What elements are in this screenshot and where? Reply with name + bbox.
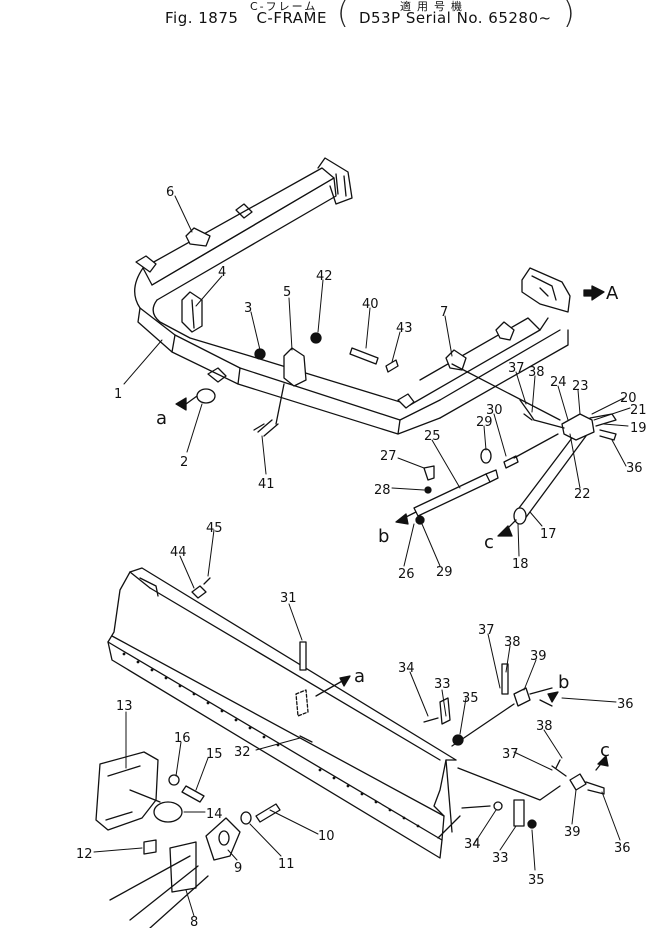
- view-a-label: A: [606, 283, 619, 304]
- callout-42: 42: [316, 269, 333, 284]
- jp-title: C-フレーム: [250, 0, 318, 13]
- serial-range: D53P Serial No. 65280~: [358, 9, 552, 27]
- callout-36-bottom: 36: [614, 841, 631, 856]
- view-a-arrow: A: [583, 283, 619, 304]
- close-paren: ): [563, 0, 575, 31]
- c-frame-body: [134, 157, 571, 435]
- callout-39-mid: 39: [530, 649, 547, 664]
- callout-37-mid: 37: [478, 623, 495, 638]
- ref-c-upper: c: [484, 532, 494, 553]
- callout-10: 10: [318, 829, 335, 844]
- callout-45: 45: [206, 521, 223, 536]
- callout-8: 8: [190, 915, 198, 928]
- callout-20: 20: [620, 391, 637, 406]
- callout-38-top: 38: [528, 365, 545, 380]
- callout-38-bottom: 38: [536, 719, 553, 734]
- callout-43: 43: [396, 321, 413, 336]
- callout-21: 21: [630, 403, 647, 418]
- callout-2: 2: [180, 455, 188, 470]
- callout-7: 7: [440, 305, 448, 320]
- callout-32: 32: [234, 745, 251, 760]
- callout-38-mid: 38: [504, 635, 521, 650]
- jp-serial-label: 適用号機: [400, 0, 468, 13]
- callout-11: 11: [278, 857, 295, 872]
- callout-25: 25: [424, 429, 441, 444]
- callout-44: 44: [170, 545, 187, 560]
- callout-41: 41: [258, 477, 275, 492]
- callout-14: 14: [206, 807, 223, 822]
- callout-4: 4: [218, 265, 226, 280]
- callout-19: 19: [630, 421, 647, 436]
- callout-1: 1: [114, 387, 122, 402]
- callout-18: 18: [512, 557, 529, 572]
- figure-name: C-FRAME: [256, 9, 327, 27]
- cutting-edge-holes: [122, 652, 420, 828]
- leader-lines: [93, 195, 631, 917]
- reference-letters: a a b b c c: [156, 408, 610, 761]
- callout-35-top: 35: [462, 691, 479, 706]
- ref-a-upper: a: [156, 408, 167, 429]
- callout-29-top: 29: [476, 415, 493, 430]
- callout-33-top: 33: [434, 677, 451, 692]
- figure-title: Fig. 1875 C-FRAME D53P Serial No. 65280~: [165, 9, 570, 27]
- callout-17: 17: [540, 527, 557, 542]
- callout-34-top: 34: [398, 661, 415, 676]
- callout-13: 13: [116, 699, 133, 714]
- figure-number: Fig. 1875: [165, 9, 239, 27]
- frame-fasteners: [175, 332, 399, 437]
- callout-3: 3: [244, 301, 252, 316]
- callout-16: 16: [174, 731, 191, 746]
- ref-c-lower: c: [600, 740, 610, 761]
- callout-numbers: 1 2 3 4 5 6 7 8 9 10 11 12 13 14 15 16 1…: [76, 185, 647, 928]
- callout-30: 30: [486, 403, 503, 418]
- callout-12: 12: [76, 847, 93, 862]
- callout-23: 23: [572, 379, 589, 394]
- callout-29-bottom: 29: [436, 565, 453, 580]
- ref-b-lower: b: [558, 672, 569, 693]
- open-paren: (: [337, 0, 349, 31]
- ref-a-lower: a: [354, 666, 365, 687]
- callout-6: 6: [166, 185, 174, 200]
- callout-36-mid: 36: [617, 697, 634, 712]
- callout-37-bottom: 37: [502, 747, 519, 762]
- callout-26: 26: [398, 567, 415, 582]
- callout-39-bottom: 39: [564, 825, 581, 840]
- callout-40: 40: [362, 297, 379, 312]
- callout-36-top: 36: [626, 461, 643, 476]
- callout-34-bottom: 34: [464, 837, 481, 852]
- callout-33-bottom: 33: [492, 851, 509, 866]
- callout-24: 24: [550, 375, 567, 390]
- right-link-parts: [451, 663, 609, 829]
- blade: [107, 567, 464, 859]
- callout-35-bottom: 35: [528, 873, 545, 888]
- callout-22: 22: [574, 487, 591, 502]
- callout-28: 28: [374, 483, 391, 498]
- adjusting-rods: [395, 363, 617, 537]
- callout-15: 15: [206, 747, 223, 762]
- ball-joint-assembly: [95, 751, 281, 928]
- callout-27: 27: [380, 449, 397, 464]
- callout-5: 5: [283, 285, 291, 300]
- ref-b-upper: b: [378, 526, 389, 547]
- callout-31: 31: [280, 591, 297, 606]
- callout-37-top: 37: [508, 361, 525, 376]
- callout-9: 9: [234, 861, 242, 876]
